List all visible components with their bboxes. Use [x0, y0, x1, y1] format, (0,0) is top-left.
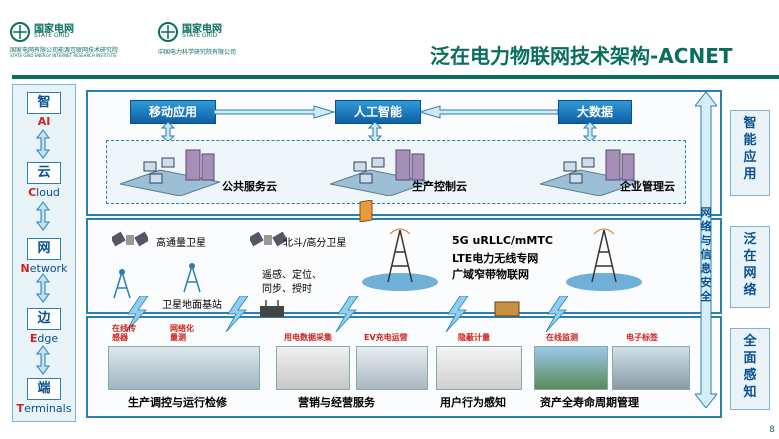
layer-ai-label: AI — [37, 115, 51, 128]
tag-hidden-metering: 隐蔽计量 — [458, 333, 490, 342]
layer-terminals-box: 端 — [27, 378, 61, 400]
cloud-production-control: 生产控制云 — [412, 180, 467, 193]
beidou-function-2: 同步、授时 — [262, 284, 312, 295]
satellite-icon — [250, 231, 286, 247]
category-asset-lifecycle: 资产全寿命周期管理 — [540, 396, 639, 409]
tag-electronic-label: 电子标签 — [626, 333, 658, 342]
app-ai: 人工智能 — [335, 100, 421, 124]
state-grid-logo-2: 国家电网 STATE GRID 中国电力科学研究院有限公司 — [158, 20, 288, 60]
tag-online-monitoring: 在线监测 — [546, 333, 578, 342]
beidou-label: 北斗/高分卫星 — [283, 238, 347, 249]
ground-station-label: 卫星地面基站 — [162, 300, 222, 311]
ev-charger-photo — [356, 346, 428, 390]
beidou-function-1: 遥感、定位、 — [262, 270, 322, 281]
satellite-label: 高通量卫星 — [156, 238, 206, 249]
app-bigdata: 大数据 — [558, 100, 632, 124]
state-grid-emblem-icon — [10, 22, 30, 42]
cloud-public-service: 公共服务云 — [222, 180, 277, 193]
tag-online-sensor: 在线传感器 — [112, 324, 136, 342]
layer-edge-box: 边 — [27, 308, 61, 330]
logo2-en: STATE GRID — [182, 32, 218, 39]
electronic-label-photo — [612, 346, 690, 390]
tag-power-data-collection: 用电数据采集 — [284, 333, 332, 342]
vertical-arrows-to-cloud — [160, 122, 598, 142]
app-mobile: 移动应用 — [130, 100, 216, 124]
layer-edge-label: Edge — [29, 332, 59, 345]
app-arrows — [214, 105, 558, 119]
left-double-arrows — [36, 129, 50, 375]
network-5g: 5G uRLLC/mMTC — [452, 234, 553, 247]
server-cluster-icon — [120, 149, 220, 196]
satellite-icon — [112, 231, 148, 247]
layer-network-label: Network — [20, 262, 68, 275]
page-title: 泛在电力物联网技术架构-ACNET — [430, 44, 733, 68]
state-grid-emblem-icon — [158, 22, 178, 42]
layer-cloud-box: 云 — [27, 162, 61, 184]
category-user-behavior: 用户行为感知 — [440, 396, 506, 409]
substation-photo — [108, 346, 260, 390]
edge-device-icon — [494, 301, 520, 317]
right-label-full-perception: 全面感知 — [730, 328, 770, 410]
layer-terminals-label: Terminals — [16, 402, 72, 415]
server-cluster-icon — [540, 149, 640, 196]
wireless-link-icons — [125, 296, 569, 332]
network-nbiot: 广域窄带物联网 — [452, 268, 529, 281]
category-production: 生产调控与运行检修 — [128, 396, 227, 409]
layer-ai-box: 智 — [27, 92, 61, 114]
meter-panel-photo — [276, 346, 350, 390]
monitoring-photo — [534, 346, 608, 390]
cloud-enterprise-management: 企业管理云 — [620, 180, 675, 193]
metering-device-photo — [436, 346, 522, 390]
tower-icon — [362, 228, 438, 291]
logo2-cn: 国家电网 — [182, 24, 222, 35]
state-grid-logo-1: 国家电网 STATE GRID 国家电网有限公司能源互联网技术研究院 STATE… — [10, 20, 150, 60]
layer-network-box: 网 — [27, 238, 61, 260]
logo1-sub-en: STATE GRID ENERGY INTERNET RESEARCH INST… — [10, 53, 117, 58]
right-label-intelligent-apps: 智能应用 — [730, 110, 770, 196]
firewall-icon — [359, 200, 373, 222]
logo1-en: STATE GRID — [34, 32, 70, 39]
security-label: 网 络 与 信 息 安 全 — [700, 206, 712, 303]
tag-ev-charging: EV充电运营 — [364, 333, 408, 342]
tag-networked-measurement: 网络化量测 — [170, 324, 194, 342]
edge-gateway-icon — [260, 300, 284, 317]
server-cluster-icon — [330, 149, 430, 196]
header-divider — [12, 75, 779, 79]
layer-cloud-label: Cloud — [28, 186, 60, 199]
ground-antenna-icon — [113, 269, 131, 299]
right-label-ubiquitous-network: 泛在网络 — [730, 226, 770, 308]
logo2-sub: 中国电力科学研究院有限公司 — [158, 49, 237, 56]
page-number: 8 — [769, 425, 775, 435]
logo1-sub: 国家电网有限公司能源互联网技术研究院 — [10, 47, 119, 54]
category-marketing: 营销与经营服务 — [298, 396, 375, 409]
tower-icon — [566, 228, 642, 291]
network-lte: LTE电力无线专网 — [452, 252, 539, 265]
logo1-cn: 国家电网 — [34, 24, 74, 35]
security-arrow — [695, 92, 717, 408]
ground-antenna-icon — [183, 263, 201, 293]
